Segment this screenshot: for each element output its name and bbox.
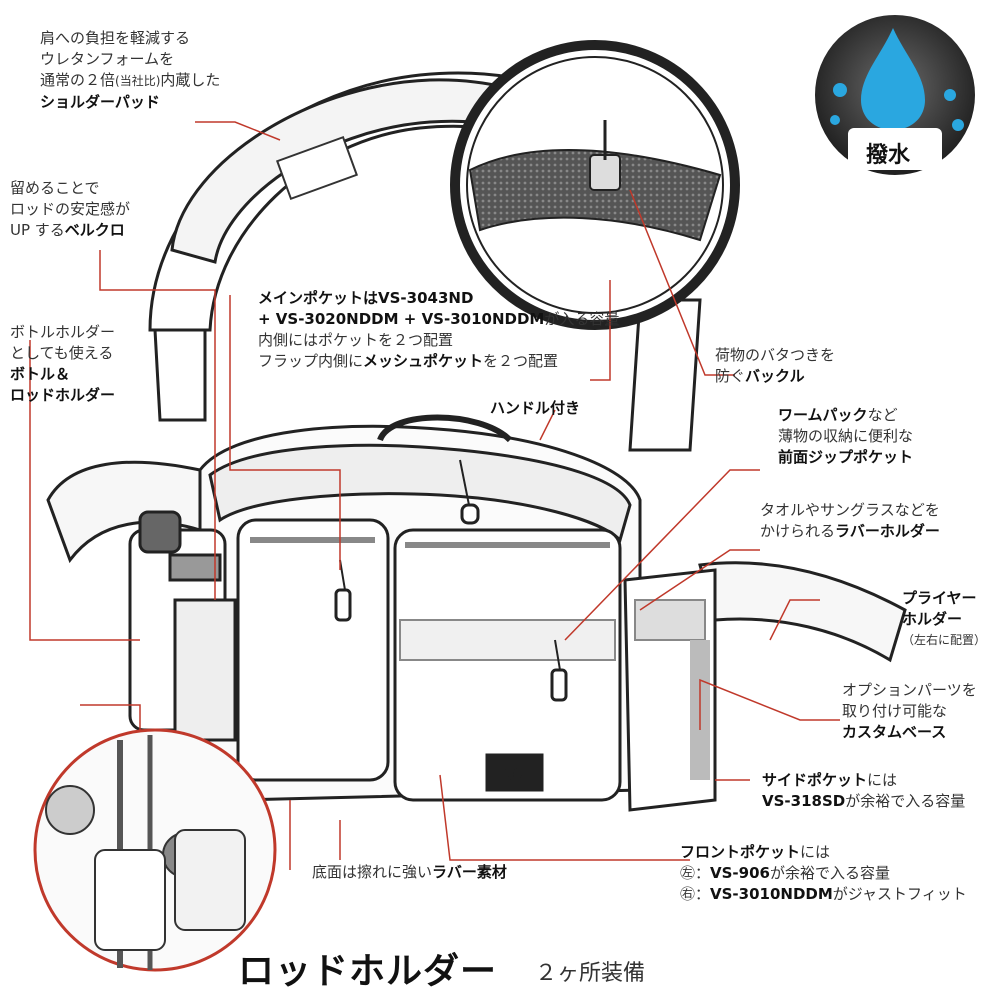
bag-body: VS (198, 414, 717, 812)
label-line: 取り付け可能な (842, 702, 948, 720)
label-line: 留めることで (10, 179, 100, 197)
label-line: ウレタンフォームを (40, 50, 175, 68)
label-shoulder-pad: 肩への負担を軽減する ウレタンフォームを 通常の２倍(当社比)内蔵した ショルダ… (40, 28, 220, 113)
label-line: 薄物の収納に便利な (778, 427, 914, 445)
label-side-pocket: サイドポケットには VS-318SDが余裕で入る容量 (762, 770, 965, 812)
label-note: (当社比) (115, 74, 161, 88)
label-text: 防ぐ (715, 367, 746, 385)
page-subtitle: ２ヶ所装備 (535, 961, 646, 986)
label-text: ㊨： (680, 885, 711, 903)
label-line: ワームパックなど (778, 405, 913, 426)
label-emphasis: サイドポケット (762, 771, 868, 789)
label-line: タオルやサングラスなどを (760, 501, 940, 519)
label-velcro: 留めることで ロッドの安定感が UP するベルクロ (10, 178, 130, 241)
buckle-inset (450, 40, 740, 330)
label-line: 荷物のバタつきを (715, 346, 836, 364)
label-emphasis: バックル (745, 367, 805, 385)
label-emphasis: ロッドホルダー (10, 386, 116, 404)
label-emphasis: VS-318SD (762, 792, 846, 810)
label-bottom: 底面は擦れに強いラバー素材 (312, 862, 507, 883)
label-line: 内側にはポケットを２つ配置 (258, 331, 454, 349)
label-emphasis: ラバー素材 (432, 863, 507, 881)
label-bottle-rod-holder: ボトルホルダー としても使える ボトル＆ ロッドホルダー (10, 322, 115, 406)
label-text: 底面は擦れに強い (312, 863, 433, 881)
svg-text:VS: VS (507, 769, 520, 780)
label-emphasis: ホルダー (902, 610, 963, 628)
bottle-holder (128, 510, 237, 742)
label-text: ㊧： (680, 864, 711, 882)
label-text: には (800, 843, 831, 861)
label-text: フラップ内側に (258, 352, 364, 370)
label-emphasis: ハンドル付き (490, 399, 581, 417)
label-line: としても使える (10, 344, 114, 362)
page-title: ロッドホルダー (238, 951, 498, 992)
label-text: が余裕で入る容量 (769, 864, 890, 882)
label-emphasis: ボトル＆ (10, 365, 71, 383)
label-emphasis: + VS-3020NDDM + VS-3010NDDM (258, 310, 545, 328)
label-line: VS-318SDが余裕で入る容量 (762, 791, 965, 812)
label-text: など (867, 406, 898, 424)
label-text: を２つ配置 (483, 352, 559, 370)
label-text: 通常の２倍 (40, 71, 116, 89)
label-buckle: 荷物のバタつきを 防ぐバックル (715, 345, 835, 387)
label-line: ロッドの安定感が (10, 200, 131, 218)
water-repellent-label: 撥水 (866, 143, 911, 168)
label-line: サイドポケットには (762, 770, 965, 791)
label-emphasis: カスタムベース (842, 723, 947, 741)
label-line: メインポケットはVS-3043ND (258, 288, 619, 309)
label-emphasis: ワームパック (778, 406, 868, 424)
label-line: フロントポケットには (680, 842, 967, 863)
label-emphasis: フロントポケット (680, 843, 801, 861)
label-rubber-holder: タオルやサングラスなどを かけられるラバーホルダー (760, 500, 940, 542)
label-line: 肩への負担を軽減する (40, 29, 191, 47)
label-emphasis: ショルダーパッド (40, 93, 160, 111)
leader-lines (29, 121, 840, 870)
label-note: （左右に配置） (902, 633, 987, 647)
label-line: 通常の２倍(当社比)内蔵した (40, 70, 220, 92)
label-emphasis: メッシュポケット (363, 352, 484, 370)
label-front-zip-pocket: ワームパックなど 薄物の収納に便利な 前面ジップポケット (778, 405, 913, 468)
waist-belt (46, 460, 907, 663)
label-emphasis: ベルクロ (64, 221, 125, 239)
label-plier-holder: プライヤー ホルダー （左右に配置） (902, 588, 986, 651)
label-text: UP する (10, 221, 65, 239)
rod-holder-inset (33, 728, 277, 972)
label-text: かけられる (760, 522, 836, 540)
label-line: かけられるラバーホルダー (760, 521, 940, 542)
label-text: が入る容量 (544, 310, 620, 328)
label-text: がジャストフィット (832, 885, 967, 903)
label-line: フラップ内側にメッシュポケットを２つ配置 (258, 351, 619, 372)
label-main-pocket: メインポケットはVS-3043ND + VS-3020NDDM + VS-301… (258, 288, 619, 372)
label-text: には (867, 771, 898, 789)
label-front-pocket: フロントポケットには ㊧：VS-906が余裕で入る容量 ㊨：VS-3010NDD… (680, 842, 967, 905)
label-emphasis: プライヤー (902, 589, 977, 607)
label-emphasis: 前面ジップポケット (778, 448, 914, 466)
label-line: UP するベルクロ (10, 220, 130, 241)
label-line: ㊨：VS-3010NDDMがジャストフィット (680, 884, 967, 905)
label-handle: ハンドル付き (490, 398, 580, 419)
label-emphasis: VS-3010NDDM (710, 885, 833, 903)
label-custom-base: オプションパーツを 取り付け可能な カスタムベース (842, 680, 977, 743)
label-emphasis: VS-906 (710, 864, 770, 882)
water-drop-icon (861, 28, 925, 130)
label-line: ㊧：VS-906が余裕で入る容量 (680, 863, 967, 884)
label-line: オプションパーツを (842, 681, 977, 699)
label-line: 防ぐバックル (715, 366, 835, 387)
label-line: + VS-3020NDDM + VS-3010NDDMが入る容量 (258, 309, 619, 330)
label-line: ボトルホルダー (10, 323, 116, 341)
label-text: 内蔵した (160, 71, 221, 89)
label-emphasis: VS-3043ND (378, 289, 474, 307)
label-emphasis: ラバーホルダー (835, 522, 940, 540)
label-text: が余裕で入る容量 (845, 792, 966, 810)
water-repellent-badge (811, 11, 979, 179)
label-emphasis: メインポケットは (258, 289, 379, 307)
